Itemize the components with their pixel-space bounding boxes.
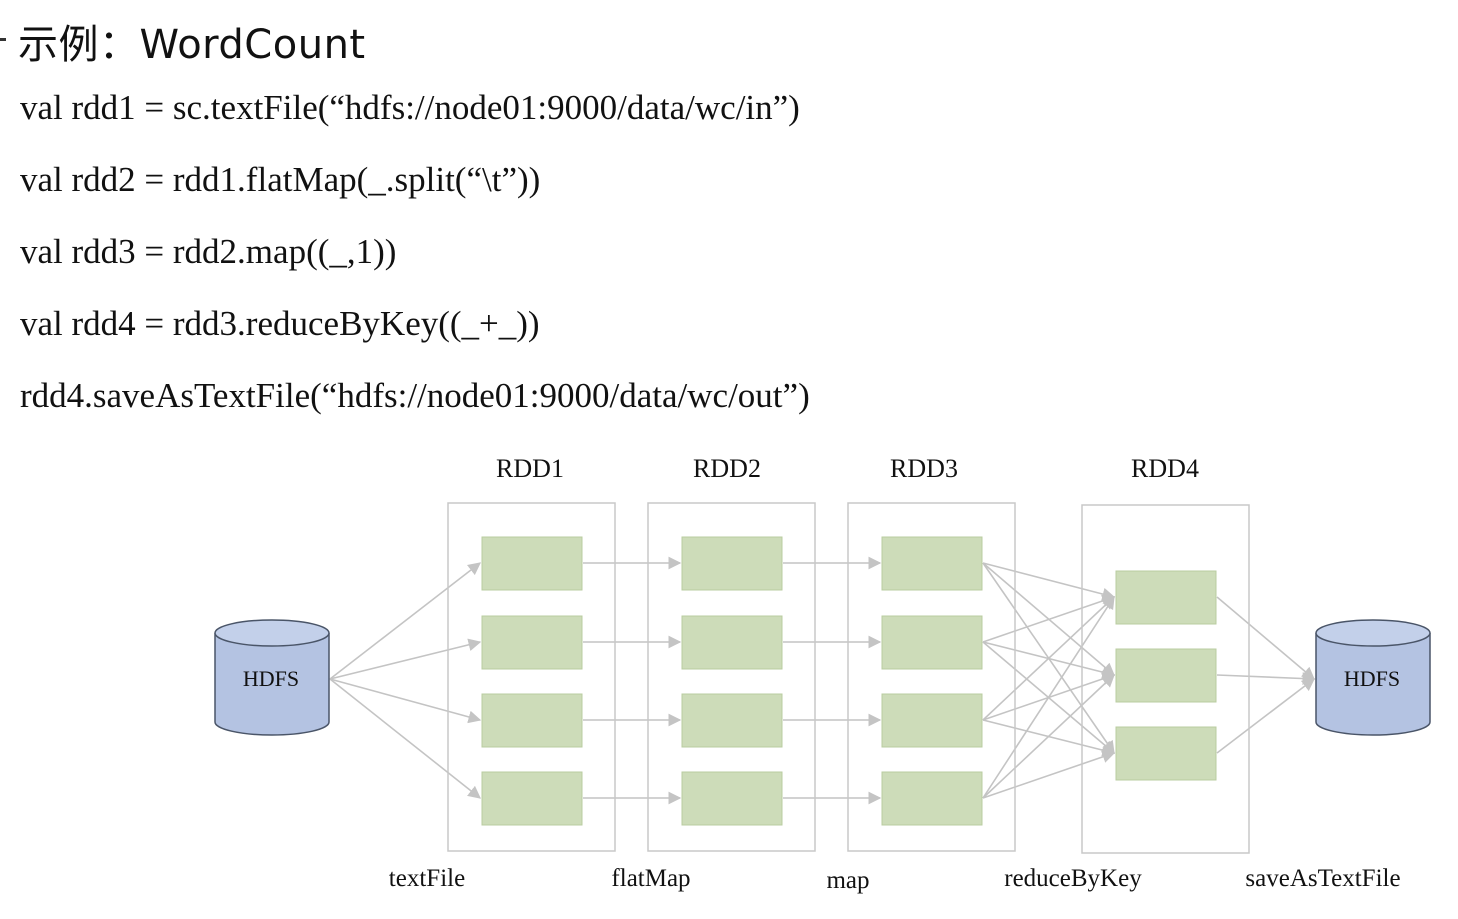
code-line-4: val rdd4 = rdd3.reduceByKey((_+_)): [20, 304, 540, 343]
textfile-arrow: [329, 638, 482, 680]
rdd1-partition: [481, 615, 583, 670]
rdd3-partitions: [881, 536, 983, 826]
bullet-marker: [0, 38, 6, 41]
shuffle-arrow: [982, 596, 1115, 721]
rdd1-partition: [481, 693, 583, 748]
hdfs-sink-cylinder: HDFS: [1315, 619, 1431, 736]
op-label-reducebykey: reduceByKey: [1004, 865, 1142, 892]
save-arrow: [1216, 678, 1316, 754]
code-line-5: rdd4.saveAsTextFile(“hdfs://node01:9000/…: [20, 376, 810, 415]
rdd1-partitions: [481, 536, 583, 826]
shuffle-arrow: [982, 750, 1116, 799]
rdd1-partition: [481, 536, 583, 591]
rdd4-label: RDD4: [1131, 454, 1199, 483]
rdd3-partition: [881, 536, 983, 591]
rdd2-partitions: [681, 536, 783, 826]
hdfs-sink-label: HDFS: [1344, 666, 1400, 691]
rdd2-label: RDD2: [693, 454, 761, 483]
textfile-arrow: [329, 562, 482, 680]
rdd4-container: [1081, 504, 1250, 854]
shuffle-arrow: [982, 562, 1116, 601]
rdd1-partition: [481, 771, 583, 826]
rdd2-partition: [681, 771, 783, 826]
rdd4-partition: [1115, 648, 1217, 703]
op-label-map: map: [826, 867, 869, 894]
op-label-flatmap: flatMap: [611, 865, 690, 892]
hdfs-source-label: HDFS: [243, 666, 299, 691]
textfile-arrow: [329, 678, 482, 799]
save-arrow: [1216, 672, 1316, 685]
rdd2-container: [647, 502, 816, 852]
op-label-saveastextfile: saveAsTextFile: [1245, 865, 1400, 892]
hdfs-source-cylinder: HDFS: [214, 619, 330, 736]
shuffle-arrow: [982, 595, 1115, 799]
rdd4-partitions: [1115, 570, 1217, 781]
rdd3-partition: [881, 693, 983, 748]
rdd3-container: [847, 502, 1016, 852]
rdd3-label: RDD3: [890, 454, 958, 483]
rdd2-partition: [681, 536, 783, 591]
code-line-3: val rdd3 = rdd2.map((_,1)): [20, 232, 397, 271]
code-line-2: val rdd2 = rdd1.flatMap(_.split(“\t”)): [20, 160, 541, 199]
rdd2-partition: [681, 615, 783, 670]
code-line-1: val rdd1 = sc.textFile(“hdfs://node01:90…: [20, 88, 800, 127]
rdd3-partition: [881, 771, 983, 826]
slide-heading: 示例：WordCount: [18, 22, 366, 68]
save-arrow: [1216, 596, 1315, 680]
shuffle-arrow: [982, 594, 1116, 643]
rdd1-label: RDD1: [496, 454, 564, 483]
shuffle-arrow: [982, 674, 1115, 799]
arrows-layer: [329, 556, 1316, 805]
rdd4-partition: [1115, 726, 1217, 781]
rdd1-container: [447, 502, 616, 852]
rdd3-partition: [881, 615, 983, 670]
textfile-arrow: [329, 678, 482, 724]
rdd2-partition: [681, 693, 783, 748]
op-label-textfile: textFile: [389, 865, 465, 892]
rdd4-partition: [1115, 570, 1217, 625]
